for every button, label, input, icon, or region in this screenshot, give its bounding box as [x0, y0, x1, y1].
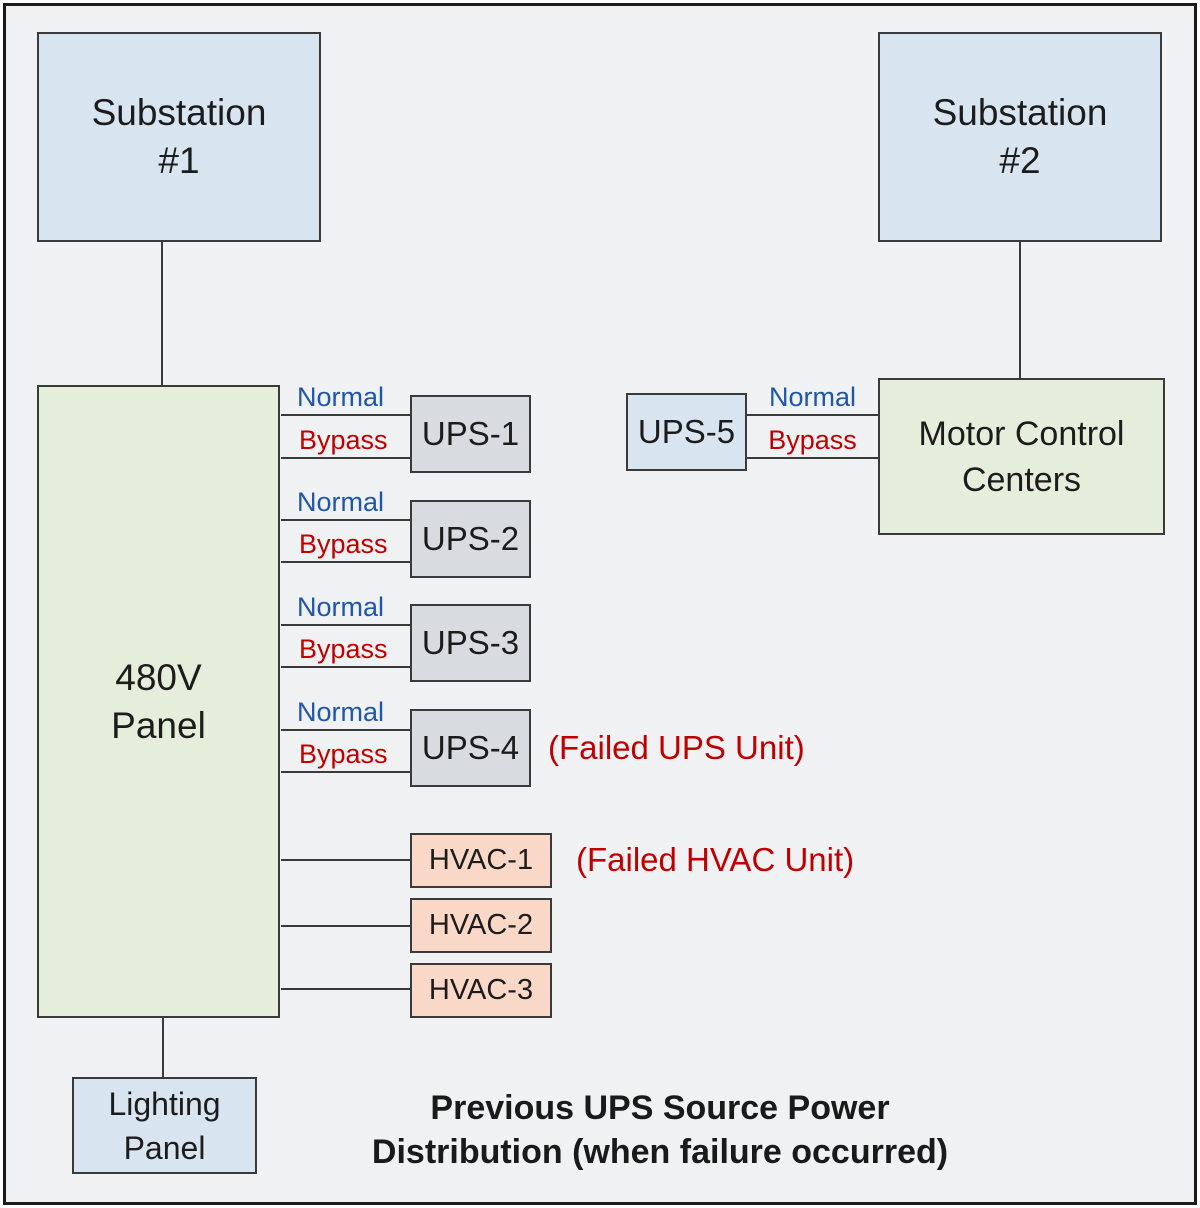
node-ups-4: UPS-4: [410, 709, 531, 787]
connector-ups2-bypass: [281, 561, 410, 563]
node-ups-1: UPS-1: [410, 395, 531, 473]
label-normal-ups2: Normal: [297, 487, 385, 517]
connector-ups2-normal: [281, 519, 410, 521]
label-bypass-ups5: Bypass: [768, 425, 857, 455]
node-hvac-1: HVAC-1: [410, 833, 552, 888]
connector-ups5-normal: [747, 414, 878, 416]
annotation-failed-ups: (Failed UPS Unit): [548, 729, 805, 766]
label-bypass-ups1: Bypass: [299, 425, 388, 455]
node-hvac-2: HVAC-2: [410, 898, 552, 953]
label-normal-ups1: Normal: [297, 382, 385, 412]
node-substation-1: Substation #1: [37, 32, 321, 242]
label-normal-ups5: Normal: [768, 382, 856, 412]
node-lighting-panel: Lighting Panel: [72, 1077, 257, 1174]
diagram-title-line1: Previous UPS Source Power: [430, 1089, 890, 1127]
node-hvac-3: HVAC-3: [410, 963, 552, 1018]
node-substation-2: Substation #2: [878, 32, 1162, 242]
node-ups-2: UPS-2: [410, 500, 531, 578]
diagram-title-line2: Distribution (when failure occurred): [371, 1133, 949, 1171]
label-bypass-ups3: Bypass: [299, 634, 388, 664]
connector-panel-lighting: [162, 1018, 164, 1077]
connector-ups5-bypass: [747, 457, 878, 459]
connector-substation1-panel: [161, 242, 163, 385]
connector-ups1-normal: [281, 414, 410, 416]
connector-ups3-bypass: [281, 666, 410, 668]
connector-hvac3: [281, 988, 410, 990]
label-normal-ups3: Normal: [297, 592, 385, 622]
annotation-failed-hvac: (Failed HVAC Unit): [576, 841, 855, 878]
connector-ups3-normal: [281, 624, 410, 626]
label-bypass-ups2: Bypass: [299, 529, 388, 559]
node-motor-control-centers: Motor Control Centers: [878, 378, 1165, 535]
node-ups-5: UPS-5: [626, 393, 747, 471]
label-bypass-ups4: Bypass: [299, 739, 388, 769]
connector-hvac2: [281, 925, 410, 927]
connector-hvac1: [281, 859, 410, 861]
connector-ups4-bypass: [281, 771, 410, 773]
node-480v-panel: 480V Panel: [37, 385, 280, 1018]
connector-ups4-normal: [281, 729, 410, 731]
label-normal-ups4: Normal: [297, 697, 385, 727]
connector-substation2-mcc: [1019, 242, 1021, 378]
connector-ups1-bypass: [281, 457, 410, 459]
node-ups-3: UPS-3: [410, 604, 531, 682]
